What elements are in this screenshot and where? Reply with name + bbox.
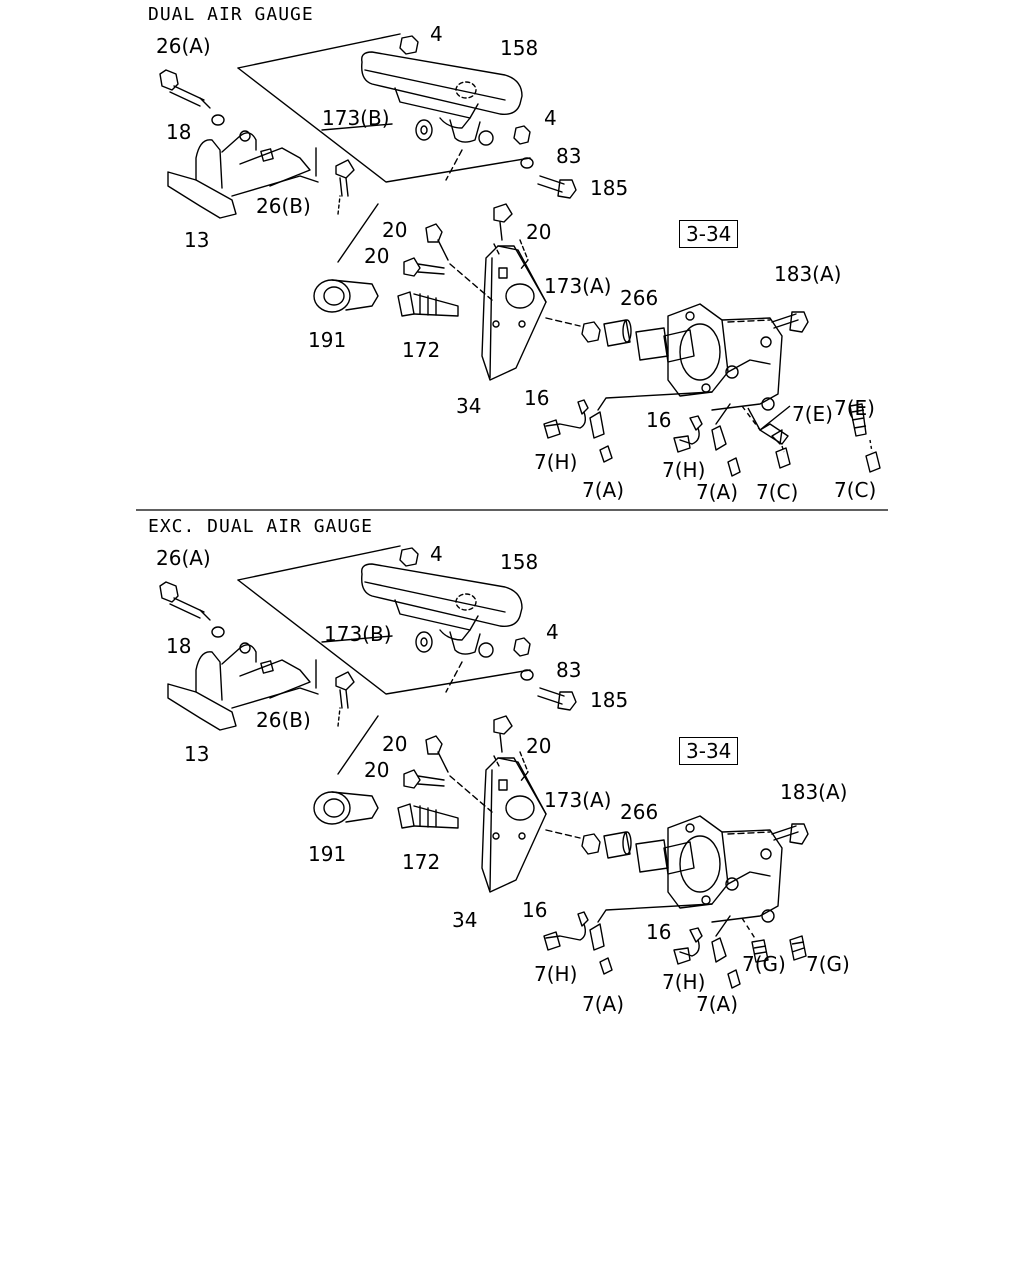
label-18: 18	[166, 634, 192, 658]
label-26b: 26(B)	[256, 194, 311, 218]
label-7a: 7(A)	[582, 992, 625, 1016]
section-title: DUAL AIR GAUGE	[148, 4, 314, 25]
label-158: 158	[500, 550, 539, 574]
label-20: 20	[526, 734, 552, 758]
label-7c: 7(C)	[756, 480, 799, 504]
label-7h: 7(H)	[534, 962, 578, 986]
label-7a: 7(A)	[696, 992, 739, 1016]
label-266: 266	[620, 800, 659, 824]
label-173a: 173(A)	[544, 788, 612, 812]
label-7g: 7(G)	[806, 952, 850, 976]
label-20: 20	[364, 758, 390, 782]
label-7e: 7(E)	[792, 402, 833, 426]
label-4: 4	[430, 22, 443, 46]
label-18: 18	[166, 120, 192, 144]
label-16: 16	[646, 920, 672, 944]
label-16: 16	[522, 898, 548, 922]
label-34: 34	[456, 394, 482, 418]
label-7h: 7(H)	[662, 458, 706, 482]
label-20: 20	[382, 218, 408, 242]
label-266: 266	[620, 286, 659, 310]
label-34: 34	[452, 908, 478, 932]
label-183a: 183(A)	[774, 262, 842, 286]
label-191: 191	[308, 842, 347, 866]
label-173a: 173(A)	[544, 274, 612, 298]
label-158: 158	[500, 36, 539, 60]
label-172: 172	[402, 850, 441, 874]
label-83: 83	[556, 658, 582, 682]
label-185: 185	[590, 688, 629, 712]
label-83: 83	[556, 144, 582, 168]
label-191: 191	[308, 328, 347, 352]
label-172: 172	[402, 338, 441, 362]
label-7a: 7(A)	[582, 478, 625, 502]
section-title: EXC. DUAL AIR GAUGE	[148, 516, 373, 537]
label-173b: 173(B)	[322, 106, 390, 130]
label-183a: 183(A)	[780, 780, 848, 804]
label-4: 4	[430, 542, 443, 566]
label-7g: 7(G)	[742, 952, 786, 976]
label-20: 20	[364, 244, 390, 268]
label-7e: 7(E)	[834, 396, 875, 420]
label-26a: 26(A)	[156, 546, 211, 570]
reference-box: 3-34	[679, 220, 739, 248]
label-173b: 173(B)	[324, 622, 392, 646]
label-20: 20	[526, 220, 552, 244]
label-4: 4	[544, 106, 557, 130]
label-26b: 26(B)	[256, 708, 311, 732]
label-7c: 7(C)	[834, 478, 877, 502]
label-7h: 7(H)	[534, 450, 578, 474]
reference-box: 3-34	[679, 737, 739, 765]
label-4: 4	[546, 620, 559, 644]
label-16: 16	[646, 408, 672, 432]
label-16: 16	[524, 386, 550, 410]
label-26a: 26(A)	[156, 34, 211, 58]
label-7a: 7(A)	[696, 480, 739, 504]
label-7h: 7(H)	[662, 970, 706, 994]
label-13: 13	[184, 228, 210, 252]
label-20: 20	[382, 732, 408, 756]
label-185: 185	[590, 176, 629, 200]
label-13: 13	[184, 742, 210, 766]
